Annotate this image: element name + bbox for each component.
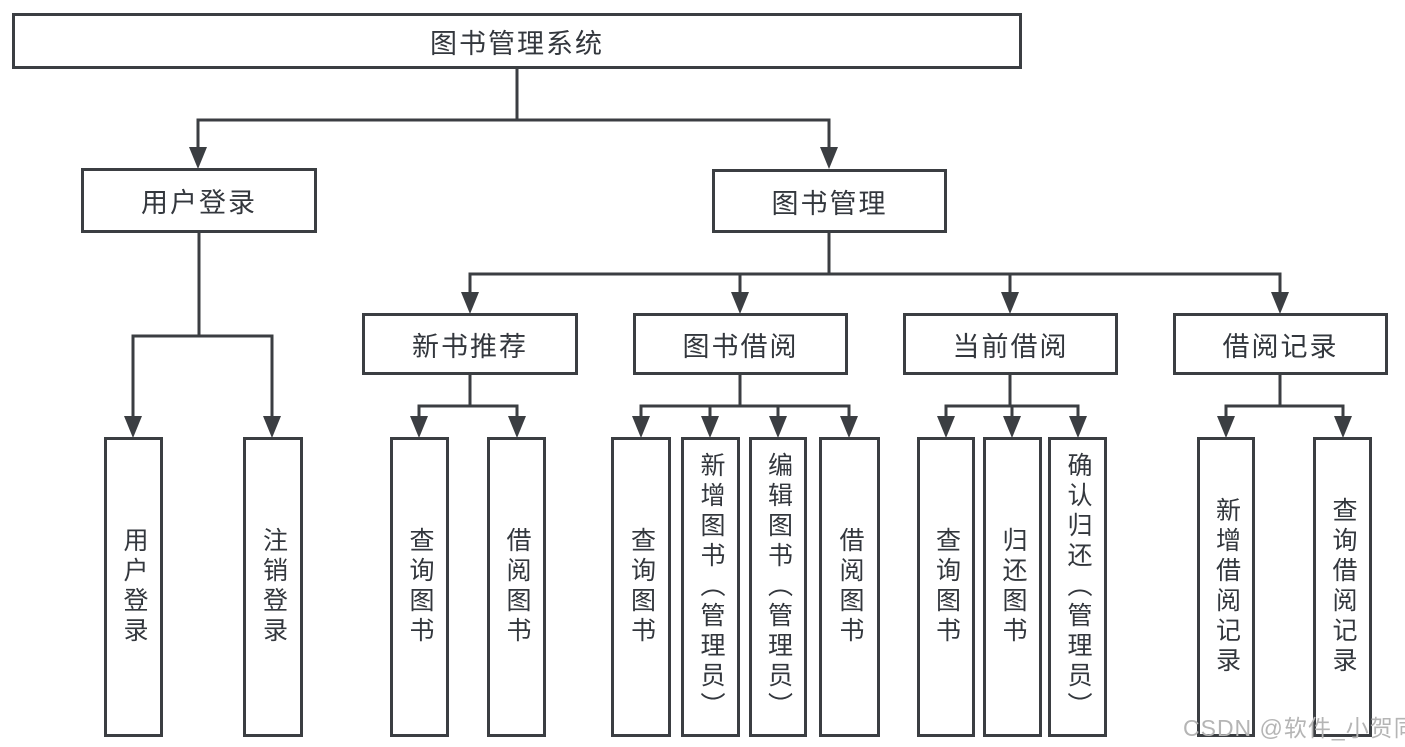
leaf-borrow-books-recommend-label: 借阅图书 <box>503 527 531 647</box>
arrowhead <box>124 416 142 438</box>
arrowhead <box>410 416 428 438</box>
leaf-return-book-label: 归还图书 <box>999 527 1027 647</box>
node-user-login: 用户登录 <box>81 168 317 233</box>
leaf-query-books-current: 查询图书 <box>917 437 975 737</box>
leaf-add-borrow-record: 新增借阅记录 <box>1197 437 1255 737</box>
node-book-management: 图书管理 <box>712 169 947 233</box>
leaf-borrow-books: 借阅图书 <box>819 437 880 737</box>
node-current-borrow: 当前借阅 <box>903 313 1118 375</box>
leaf-logout-label: 注销登录 <box>259 527 288 647</box>
leaf-borrow-books-recommend: 借阅图书 <box>487 437 546 737</box>
leaf-query-books-current-label: 查询图书 <box>932 527 961 647</box>
arrowhead <box>701 416 719 438</box>
leaf-confirm-return-admin-label: 确认归还（管理员） <box>1064 452 1092 722</box>
leaf-user-login: 用户登录 <box>104 437 163 737</box>
leaf-query-borrow-record: 查询借阅记录 <box>1313 437 1372 737</box>
node-new-book-recommend: 新书推荐 <box>362 313 578 375</box>
leaf-add-book-admin-label: 新增图书（管理员） <box>697 452 725 722</box>
leaf-return-book: 归还图书 <box>983 437 1042 737</box>
arrowhead <box>937 416 955 438</box>
leaf-query-books-recommend-label: 查询图书 <box>406 527 434 647</box>
connector-userlogin-to-leaves <box>131 231 274 421</box>
connector-root-to-level2 <box>196 67 831 152</box>
leaf-query-books-recommend: 查询图书 <box>390 437 449 737</box>
arrowhead <box>1069 416 1087 438</box>
node-borrow-records: 借阅记录 <box>1173 313 1388 375</box>
node-new-book-recommend-label: 新书推荐 <box>412 331 528 362</box>
node-root: 图书管理系统 <box>12 13 1022 69</box>
arrowhead <box>769 416 787 438</box>
leaf-confirm-return-admin: 确认归还（管理员） <box>1048 437 1107 737</box>
arrowheads <box>124 147 1352 438</box>
connector-borrowrecord-to-leaves <box>1224 373 1345 421</box>
leaf-logout: 注销登录 <box>243 437 303 737</box>
leaf-add-book-admin: 新增图书（管理员） <box>681 437 740 737</box>
arrowhead <box>508 416 526 438</box>
node-borrow-records-label: 借阅记录 <box>1222 331 1339 362</box>
leaf-edit-book-admin-label: 编辑图书（管理员） <box>764 452 793 722</box>
node-root-label: 图书管理系统 <box>430 28 604 59</box>
arrowhead <box>1271 292 1289 314</box>
leaf-add-borrow-record-label: 新增借阅记录 <box>1212 497 1241 677</box>
node-current-borrow-label: 当前借阅 <box>952 331 1069 362</box>
arrowhead <box>820 147 838 169</box>
connector-newbook-to-leaves <box>417 373 519 421</box>
arrowhead <box>1217 416 1235 438</box>
node-book-borrow: 图书借阅 <box>633 313 848 375</box>
connector-currentborrow-to-leaves <box>944 373 1080 421</box>
leaf-query-borrow-record-label: 查询借阅记录 <box>1329 497 1357 677</box>
node-user-login-label: 用户登录 <box>141 188 257 218</box>
arrowhead <box>461 292 479 314</box>
leaf-query-books-borrow: 查询图书 <box>611 437 671 737</box>
arrowhead <box>1003 416 1021 438</box>
node-book-borrow-label: 图书借阅 <box>682 331 799 362</box>
arrowhead <box>632 416 650 438</box>
node-book-management-label: 图书管理 <box>771 188 888 219</box>
connector-bookborrow-to-leaves <box>639 373 851 421</box>
arrowhead <box>840 416 858 438</box>
arrowhead <box>1001 292 1019 314</box>
leaf-user-login-label: 用户登录 <box>120 527 148 647</box>
arrowhead <box>731 292 749 314</box>
arrowhead <box>189 147 207 169</box>
leaf-borrow-books-label: 借阅图书 <box>836 527 864 647</box>
connector-bookmgmt-to-level3 <box>468 231 1282 297</box>
arrowhead <box>1334 416 1352 438</box>
leaf-query-books-borrow-label: 查询图书 <box>627 527 656 647</box>
leaf-edit-book-admin: 编辑图书（管理员） <box>749 437 807 737</box>
csdn-watermark: CSDN @软件_小贺同学 <box>1183 715 1405 741</box>
arrowhead <box>263 416 281 438</box>
